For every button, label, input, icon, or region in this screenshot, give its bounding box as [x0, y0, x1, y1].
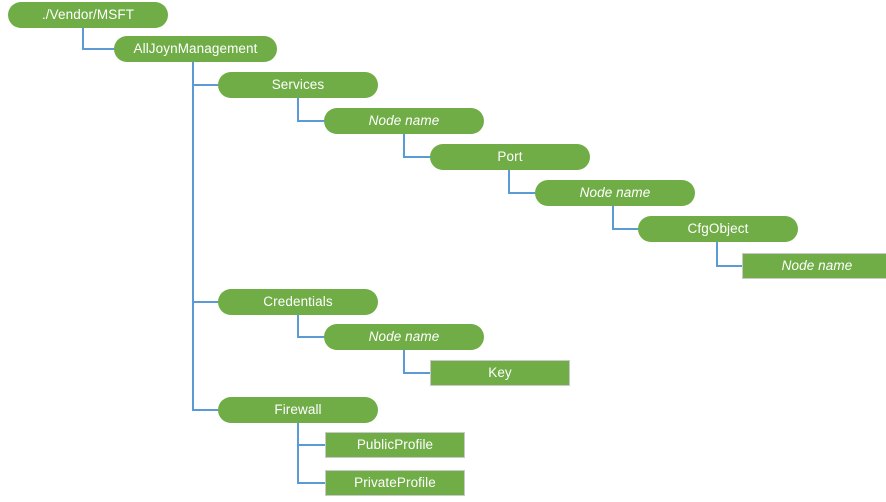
connector-cfgobject-to-nodename-vertical — [716, 241, 718, 266]
connector-cfgobject-to-nodename-horizontal — [716, 265, 744, 267]
connector-credentials-to-nodename-horizontal — [297, 336, 326, 338]
node-cfgobject[interactable]: CfgObject — [638, 216, 798, 242]
node-services-node-name[interactable]: Node name — [324, 108, 484, 134]
connector-nodename-to-cfgobject-vertical — [612, 205, 614, 229]
node-port[interactable]: Port — [430, 144, 590, 170]
connector-nodename-to-cfgobject-horizontal — [612, 228, 640, 230]
connector-alljoyn-to-services-horizontal — [192, 84, 220, 86]
node-key[interactable]: Key — [430, 360, 570, 386]
connector-firewall-to-privateprofile-horizontal — [297, 482, 327, 484]
connector-services-to-nodename-vertical — [297, 97, 299, 121]
node-port-node-name[interactable]: Node name — [535, 180, 695, 206]
connector-alljoyn-to-firewall-horizontal — [192, 409, 220, 411]
node-cfgobject-node-name[interactable]: Node name — [742, 253, 886, 279]
connector-alljoyn-trunk — [192, 61, 194, 411]
node-firewall[interactable]: Firewall — [218, 397, 378, 423]
node-credentials[interactable]: Credentials — [218, 289, 378, 315]
node-public-profile[interactable]: PublicProfile — [325, 432, 465, 458]
node-alljoyn-management[interactable]: AllJoynManagement — [114, 36, 277, 62]
connector-nodename-to-key-vertical — [403, 349, 405, 373]
connector-port-to-nodename-vertical — [508, 169, 510, 193]
node-vendor-msft[interactable]: ./Vendor/MSFT — [8, 2, 168, 28]
node-credentials-node-name[interactable]: Node name — [324, 324, 484, 350]
connector-firewall-trunk — [297, 422, 299, 484]
connector-alljoyn-to-credentials-horizontal — [192, 301, 220, 303]
node-private-profile[interactable]: PrivateProfile — [325, 470, 465, 496]
connector-nodename-to-port-horizontal — [403, 156, 432, 158]
connector-port-to-nodename-horizontal — [508, 192, 537, 194]
connector-services-to-nodename-horizontal — [297, 120, 326, 122]
connector-nodename-to-key-horizontal — [403, 372, 432, 374]
connector-vendor-to-alljoyn-vertical — [82, 27, 84, 49]
node-services[interactable]: Services — [218, 72, 378, 98]
connector-credentials-to-nodename-vertical — [297, 314, 299, 337]
connector-firewall-to-publicprofile-horizontal — [297, 444, 327, 446]
connector-nodename-to-port-vertical — [403, 133, 405, 157]
connector-vendor-to-alljoyn-horizontal — [82, 48, 116, 50]
